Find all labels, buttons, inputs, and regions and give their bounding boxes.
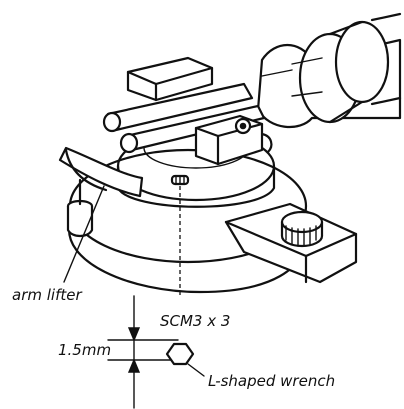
clamp-block bbox=[194, 114, 273, 166]
arm-rest-block bbox=[126, 56, 214, 102]
dimension-marks bbox=[107, 295, 179, 409]
hexagon-icon bbox=[165, 342, 205, 377]
arm-lifter-label: arm lifter bbox=[12, 286, 82, 304]
guide-rods bbox=[102, 82, 266, 154]
screw-label: SCM3 x 3 bbox=[160, 312, 230, 330]
screw-symbol bbox=[170, 174, 190, 186]
dimension-label: 1.5mm bbox=[58, 341, 111, 359]
side-bracket bbox=[224, 202, 358, 284]
leader-lines bbox=[63, 185, 181, 298]
motor-housing bbox=[256, 12, 402, 129]
wrench-label: L-shaped wrench bbox=[208, 372, 335, 390]
